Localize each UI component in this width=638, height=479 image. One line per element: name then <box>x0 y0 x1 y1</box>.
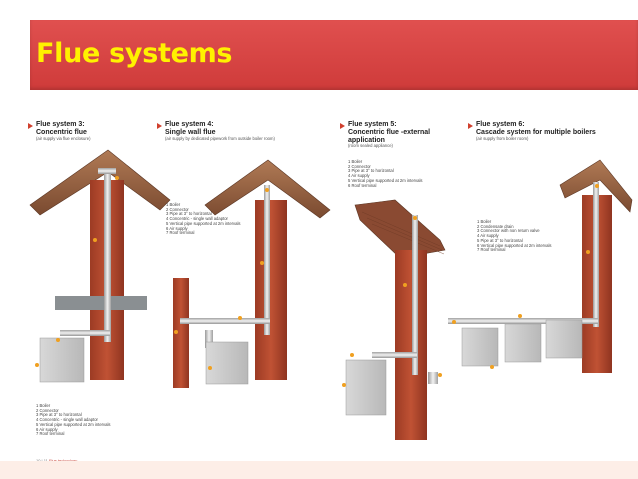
panel-4-arrow-icon <box>468 123 473 129</box>
slide-title: Flue systems <box>36 38 233 69</box>
panel-1-arrow-icon <box>28 123 33 129</box>
legend-item: 2 Connector <box>36 407 59 413</box>
panel-1-title-line-1: Flue system 3: <box>36 121 85 128</box>
legend-item: 6 Vertical pipe supported at 2m interval… <box>477 242 552 248</box>
panel-3-arrow-icon <box>340 123 345 129</box>
panel-2-legend: 1 Boiler 2 Connector 3 Pipe at 3° to hor… <box>166 202 241 236</box>
legend-item: 2 Connector <box>348 163 371 169</box>
panel-1-legend: 1 Boiler 2 Connector 3 Pipe at 3° to hor… <box>36 403 111 437</box>
legend-item: 1 Boiler <box>477 219 492 224</box>
legend-item: 5 Vertical pipe supported at 2m interval… <box>36 421 111 427</box>
legend-item: 4 Air supply <box>477 233 499 239</box>
legend-item: 6 Air supply <box>36 426 58 432</box>
title-bar <box>30 20 638 90</box>
panel-3-title-line-1: Flue system 5: <box>348 121 397 128</box>
legend-item: 7 Roof terminal <box>36 431 65 437</box>
system-3-drawing <box>29 149 171 383</box>
legend-item: 3 Pipe at 3° to horizontal <box>36 412 82 418</box>
legend-item: 2 Condensate drain <box>477 223 514 229</box>
panel-2-title-line-1: Flue system 4: <box>165 121 214 128</box>
legend-item: 1 Boiler <box>36 403 51 408</box>
panel-4-legend: 1 Boiler 2 Condensate drain 3 Connector … <box>477 219 552 253</box>
panel-2-subtitle: (air supply by dedicated pipework from o… <box>165 135 275 141</box>
legend-item: 5 Pipe at 3° to horizontal <box>477 237 523 243</box>
legend-item: 1 Boiler <box>348 159 363 164</box>
legend-item: 7 Roof terminal <box>166 230 195 236</box>
page-number: 10 | 11 <box>36 458 48 463</box>
page-footer: 10 | 11 Flue technology <box>36 458 77 463</box>
legend-item: 3 Pipe at 3° to horizontal <box>166 211 212 217</box>
system-6-drawing <box>448 159 633 373</box>
bottom-band <box>0 461 638 479</box>
panel-1-title-line-2: Concentric flue <box>36 128 87 136</box>
panel-2-arrow-icon <box>157 123 162 129</box>
legend-item: 3 Pipe at 3° to horizontal <box>348 168 394 174</box>
legend-item: 4 Air supply <box>348 173 370 179</box>
legend-item: 5 Vertical pipe supported at 2m interval… <box>166 220 241 226</box>
panel-2-title-line-2: Single wall flue <box>165 128 216 136</box>
panel-4-title-line-1: Flue system 6: <box>476 121 525 128</box>
panel-1-subtitle: (air supply via flue enclosure) <box>36 135 91 141</box>
legend-item: 3 Connector with non return valve <box>477 228 540 234</box>
legend-item: 1 Boiler <box>166 202 181 207</box>
panel-4-title-line-2: Cascade system for multiple boilers <box>476 128 596 136</box>
legend-item: 4 Concentric - single wall adaptor <box>166 216 228 222</box>
legend-item: 4 Concentric - single wall adaptor <box>36 417 98 423</box>
system-4-drawing <box>173 159 331 388</box>
legend-item: 6 Roof terminal <box>348 182 377 188</box>
system-5-drawing <box>342 199 446 440</box>
legend-item: 2 Connector <box>166 206 189 212</box>
panel-3-title-line-3: application <box>348 136 385 144</box>
panel-3-title-line-2: Concentric flue -external <box>348 128 431 136</box>
panel-3-legend: 1 Boiler 2 Connector 3 Pipe at 3° to hor… <box>348 159 423 188</box>
legend-item: 5 Vertical pipe supported at 2m interval… <box>348 177 423 183</box>
panel-4-subtitle: (air supply from boiler room) <box>476 135 529 141</box>
legend-item: 7 Roof terminal <box>477 247 506 253</box>
legend-item: 6 Air supply <box>166 225 188 231</box>
panel-3-subtitle: (room sealed appliance) <box>348 143 393 149</box>
footer-text: Flue technology <box>49 458 77 463</box>
